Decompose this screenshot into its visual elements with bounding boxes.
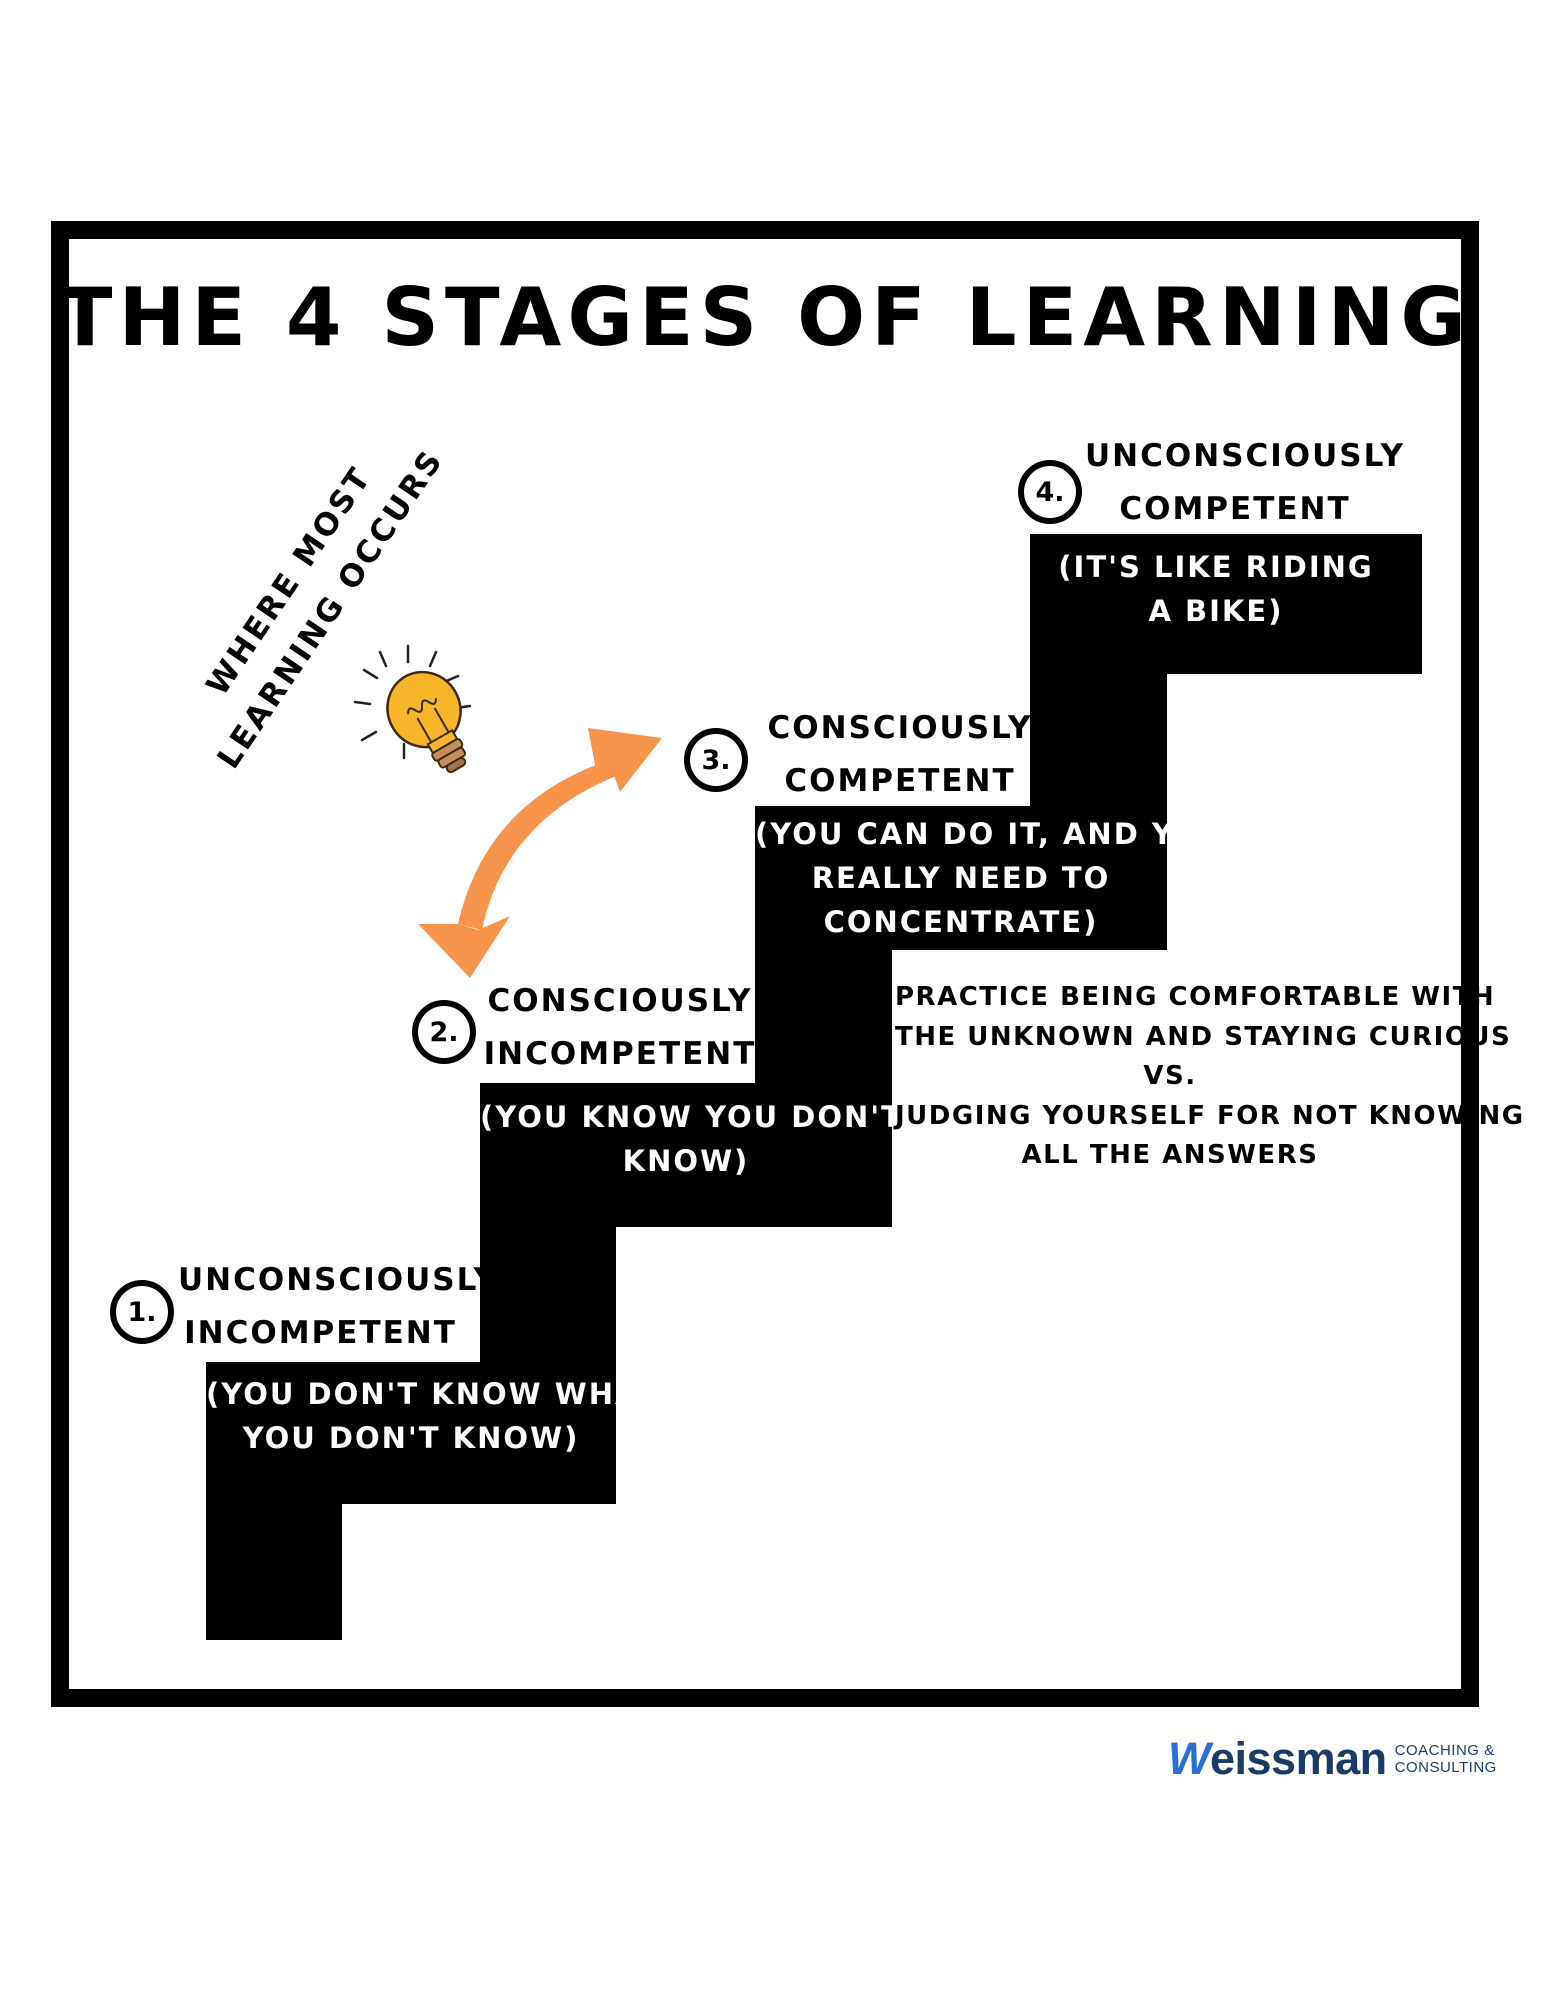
step-3-block [755, 806, 1167, 950]
stage-2-number-badge: 2. [412, 1000, 476, 1064]
step-2-riser [480, 1220, 616, 1364]
stage-1-number-badge: 1. [110, 1280, 174, 1344]
step-1-riser [206, 1500, 342, 1640]
double-headed-curved-arrow-icon [418, 728, 662, 978]
step-2-block [480, 1083, 892, 1227]
stage-2-description: (YOU KNOW YOU DON'T KNOW) [480, 1100, 903, 1178]
stage-3-title: CONSCIOUSLY COMPETENT [767, 710, 1033, 799]
stage-1-title: UNCONSCIOUSLY INCOMPETENT [178, 1262, 499, 1351]
lightbulb-icon [353, 644, 472, 774]
stage-1-description: (YOU DON'T KNOW WHAT YOU DON'T KNOW) [206, 1377, 659, 1455]
step-4-riser [1030, 670, 1167, 808]
stage-4-description: (IT'S LIKE RIDING A BIKE) [1058, 550, 1374, 628]
practice-note: PRACTICE BEING COMFORTABLE WITH THE UNKN… [895, 982, 1525, 1170]
stage-3-number-badge: 3. [684, 728, 748, 792]
brand-logo: Weissman COACHING & CONSULTING [1168, 1733, 1497, 1785]
step-3-riser [755, 945, 892, 1085]
page-title: THE 4 STAGES OF LEARNING [57, 271, 1473, 364]
stage-4-title: UNCONSCIOUSLY COMPETENT [1085, 438, 1406, 527]
diagram-frame [51, 221, 1479, 1707]
stage-4-number-badge: 4. [1018, 460, 1082, 524]
logo-subtitle: COACHING & CONSULTING [1394, 1742, 1497, 1776]
logo-wordmark: Weissman [1168, 1733, 1387, 1784]
stage-3-description: (YOU CAN DO IT, AND YOU REALLY NEED TO C… [755, 817, 1227, 939]
step-4-block [1030, 534, 1422, 674]
stage-2-title: CONSCIOUSLY INCOMPETENT [483, 983, 757, 1072]
step-1-block [206, 1362, 616, 1504]
